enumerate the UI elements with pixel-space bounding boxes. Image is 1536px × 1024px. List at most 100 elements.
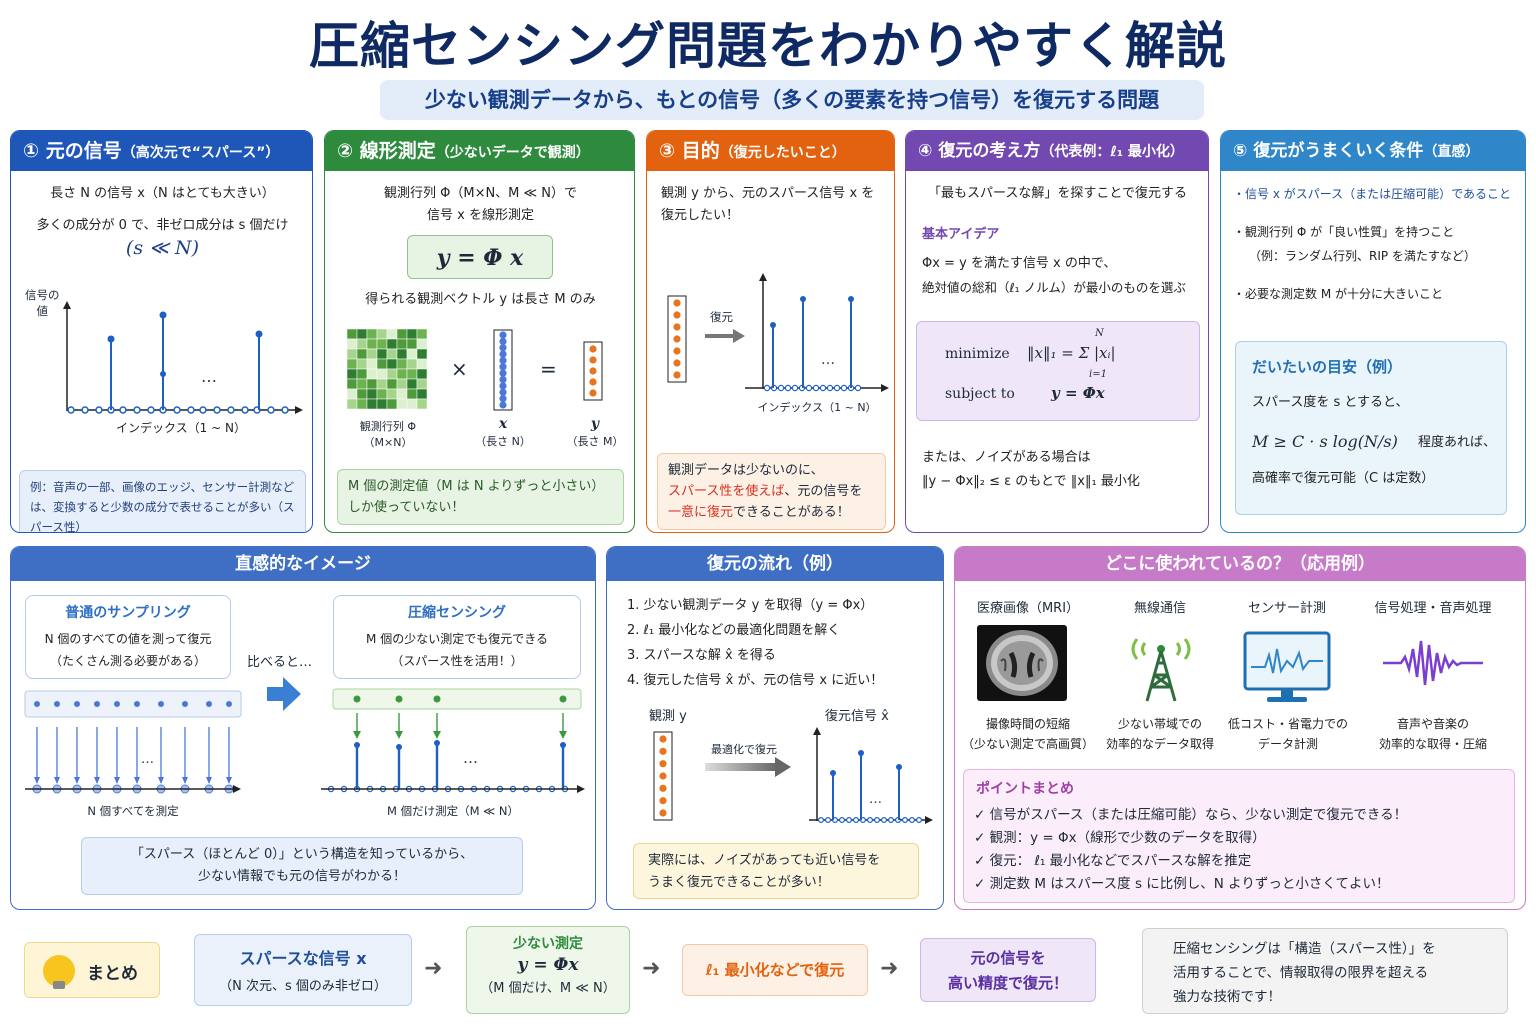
key-point-2: ✓ 観測：y = Φx（線形で少数のデータを取得） [974,830,1266,846]
phi-cell [376,378,388,390]
baseline-dot [833,384,841,392]
sample-dot [395,695,403,703]
phi-cell [366,329,378,340]
phi-cell [406,378,418,390]
cs-heading: 圧縮センシング [408,605,506,621]
card2-line2: 信号 x を線形測定 [427,208,534,223]
phi-cell [366,388,378,400]
card3-note2-rest: 、元の信号を [784,484,863,499]
phi-cell [386,378,398,390]
card3-dots: … [821,352,835,368]
guideline-formula: M ≥ C · s log(N/s) [1252,432,1398,451]
vector-element [673,359,681,367]
baseline-dot [267,406,275,414]
baseline-dot [763,384,771,392]
intuition-note1: 「スパース（ほとんど 0）」という構造を知っているから、 [130,847,474,862]
vector-element [673,299,681,307]
phi-cell [386,368,398,380]
card2-note: M 個の測定値（M は N よりずっと小さい）しか使っていない！ [337,469,624,525]
app-sensor-title: センサー計測 [1247,601,1326,616]
card1-ylabel: 信号の 値 [25,287,60,319]
vector-element [673,347,681,355]
key-point-4: ✓ 測定数 M はスパース度 s に比例し、N よりずっと小さくてよい！ [974,876,1390,892]
card5-guideline-box: だいたいの目安（例） スパース度を s とすると、 M ≥ C · s log(… [1235,341,1507,515]
phi-cell [366,348,378,360]
summary-final2: 活用することで、情報取得の限界を超える [1173,965,1429,981]
measurement-arrowhead [94,777,100,784]
phi-cell [376,329,388,340]
summary-arrow-2: ➜ [642,956,661,981]
measurement-arrowhead [34,777,40,784]
card-goal: ③ 目的（復元したいこと） 観測 y から、元のスパース信号 x を 復元したい… [646,130,895,533]
card3-note1: 観測データは少ないのに、 [668,463,824,478]
cs-sampling-diagram: … [321,688,585,793]
vector-element [589,378,597,386]
vector-element [659,735,667,743]
cs-caption: M 個だけ測定（M ≪ N） [387,804,519,818]
card5-header: ⑤ 復元がうまくいく条件（直感） [1221,131,1525,171]
key-points-box: ポイントまとめ ✓ 信号がスパース（または圧縮可能）なら、少ない測定で復元できる… [963,769,1515,903]
x-caption: x （長さ N） [465,415,541,451]
baseline-dot [915,816,922,823]
flow-dots: … [869,792,882,807]
sample-dot [114,701,120,707]
baseline-dot [95,406,103,414]
signal-stem-head [159,311,167,319]
card2-line1: 観測行列 Φ（M×N、M ≪ N）で [383,186,577,201]
card3-restore-arrow [705,329,745,343]
card1-note: 例：音声の一部、画像のエッジ、センサー計測などは、変換すると少数の成分で表せるこ… [19,470,306,532]
sample-dot [158,701,164,707]
baseline-dot [199,406,207,414]
x-vector-graphic [493,329,513,411]
baseline-dot [812,384,820,392]
baseline-dot [825,816,832,823]
card4-optimization-box: minimize ‖x‖₁ = Σ |xᵢ| N i=1 subject to … [916,321,1200,421]
baseline-dot [854,384,862,392]
card1-title: 元の信号 [45,140,122,162]
card5-bullet1: ・信号 x がスパース（または圧縮可能）であること [1233,187,1512,201]
normal-dots: … [141,752,154,767]
baseline-dot [777,384,785,392]
summary-box2-formula: y = Φx [517,955,579,975]
app-mri-desc2: （少ない測定で高画質） [961,737,1094,751]
page-title: 圧縮センシング問題をわかりやすく解説 [309,17,1227,75]
y-size: （長さ M） [566,435,624,448]
baseline-dot [866,816,873,823]
phi-cell [356,368,368,380]
summary-box4-line1: 元の信号を [970,949,1046,967]
phi-cell [416,378,427,390]
phi-cell [386,358,398,370]
signal-stem-head [396,744,402,750]
measurement-arrowhead [114,777,120,784]
vector-element [499,356,507,365]
y-vector-graphic [583,341,603,401]
cs-line2: （スパース性を活用！） [391,654,523,668]
card-recovery-idea: ④ 復元の考え方（代表例：ℓ₁ 最小化） 「最もスパースな解」を探すことで復元す… [905,130,1209,533]
phi-cell [347,348,358,360]
card4-idea2: 絶対値の総和（ℓ₁ ノルム）が最小のものを選ぶ [922,280,1186,295]
normal-sampling-diagram: … [24,690,242,794]
flow-optimize-arrow [705,757,791,777]
vector-element [499,375,507,384]
card3-note2-highlight: スパース性を使えば [668,484,785,499]
phi-cell [386,348,398,360]
summary-box1-title: スパースな信号 x [239,949,367,968]
vector-element [659,747,667,755]
card5-number: ⑤ [1233,141,1248,161]
phi-cell [376,348,388,360]
sample-dot [34,701,40,707]
card3-line2: 復元したい！ [661,208,740,223]
summary-label-box: まとめ [24,942,160,998]
phi-cell [356,348,368,360]
normal-line1: N 個のすべての値を測って復元 [44,632,212,646]
phi-cell [347,398,358,410]
phi-cell [356,358,368,370]
phi-cell [396,329,408,340]
baseline-dot [213,406,221,414]
card2-subtitle: （少ないデータで観測） [435,145,590,161]
card3-observation-vector [667,295,687,383]
phi-cell [356,378,368,390]
card3-note2: スパース性を使えば、元の信号を [668,481,875,502]
phi-matrix-graphic [347,329,427,410]
phi-cell [416,358,427,370]
